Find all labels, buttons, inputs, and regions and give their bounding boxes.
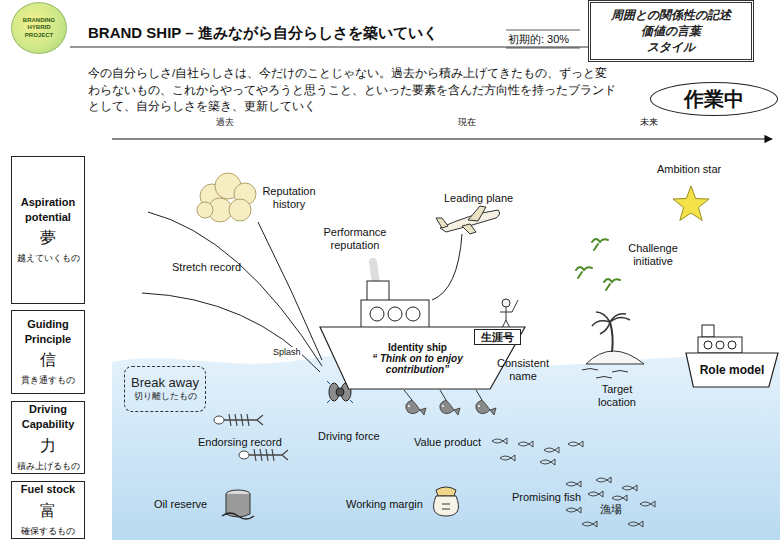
node-text: 力 xyxy=(40,436,56,457)
node-heading: Identity ship xyxy=(388,342,447,353)
ship-hull: Role model xyxy=(686,353,778,387)
node-heading: 作業中 xyxy=(684,86,744,113)
node-heading: Driving Capability xyxy=(14,402,82,432)
timeline-label: 現在 xyxy=(458,117,476,127)
part-label: Value product xyxy=(414,436,481,449)
category-box: Aspiration potential 夢越えていくもの xyxy=(11,156,85,304)
part-label: 漁場 xyxy=(600,503,622,516)
node-heading: Aspiration potential xyxy=(14,195,82,225)
node-heading: 周囲との関係性の記述 価値の言葉 スタイル xyxy=(594,7,748,56)
name-plate: 生涯号 xyxy=(474,329,521,345)
category-box: Fuel stock 富確保するもの xyxy=(11,481,85,539)
part-label: Splash xyxy=(272,347,302,357)
logo-circle: BRANDING HYBRID PROJECT xyxy=(11,2,67,54)
part-label: Reputation history xyxy=(250,185,328,210)
hull-outline xyxy=(686,353,778,387)
part-label: Working margin xyxy=(346,498,423,511)
category-box: Guiding Principle 信貫き通すもの xyxy=(11,310,85,394)
node-text: 積み上げるもの xyxy=(17,460,80,473)
description-text: 今の自分らしさ/自社らしさは、今だけのことじゃない。過去から積み上げてきたもの、… xyxy=(88,65,618,115)
node-text: 信 xyxy=(40,350,56,371)
category-box: Driving Capability 力積み上げるもの xyxy=(11,401,85,474)
part-label: Leading plane xyxy=(444,192,513,205)
node-heading: BRANDING HYBRID PROJECT xyxy=(16,17,62,39)
page-title: BRAND SHIP – 進みながら自分らしさを築いていく xyxy=(88,24,438,41)
node-heading: Role model xyxy=(700,363,765,377)
progress-note: 初期的: 30% xyxy=(508,33,569,46)
ship-hull: Identity ship“ Think on to enjoy contrib… xyxy=(320,327,525,389)
hull-outline xyxy=(320,327,525,389)
part-label: Oil reserve xyxy=(154,498,207,511)
node-heading: Guiding Principle xyxy=(14,317,82,347)
node-text: 貫き通すもの xyxy=(21,374,75,387)
node-text: 富 xyxy=(40,501,56,522)
part-label: Consistent name xyxy=(492,357,554,382)
node-text: “ Think on to enjoy contribution” xyxy=(359,353,477,375)
status-oval: 作業中 xyxy=(650,82,778,116)
dashed-box: Break away切り離したもの xyxy=(124,366,206,412)
part-label: Driving force xyxy=(318,430,380,443)
part-label: Challenge initiative xyxy=(616,242,690,267)
node-text: 越えていくもの xyxy=(17,252,80,265)
part-label: Ambition star xyxy=(657,163,721,176)
node-heading: Fuel stock xyxy=(21,482,75,497)
node-heading: Break away xyxy=(131,375,199,390)
note-box: 周囲との関係性の記述 価値の言葉 スタイル xyxy=(588,0,754,62)
node-text: 夢 xyxy=(40,228,56,249)
part-label: Target location xyxy=(586,383,648,408)
node-text: 切り離したもの xyxy=(134,390,197,403)
timeline-label: 未来 xyxy=(640,117,658,127)
node-heading: 生涯号 xyxy=(481,330,514,345)
part-label: Promising fish xyxy=(512,491,581,504)
part-label: Performance reputation xyxy=(314,226,396,251)
node-text: 確保するもの xyxy=(21,525,75,538)
part-label: Stretch record xyxy=(172,261,241,274)
part-label: Endorsing record xyxy=(198,436,282,449)
timeline-label: 過去 xyxy=(216,117,234,127)
